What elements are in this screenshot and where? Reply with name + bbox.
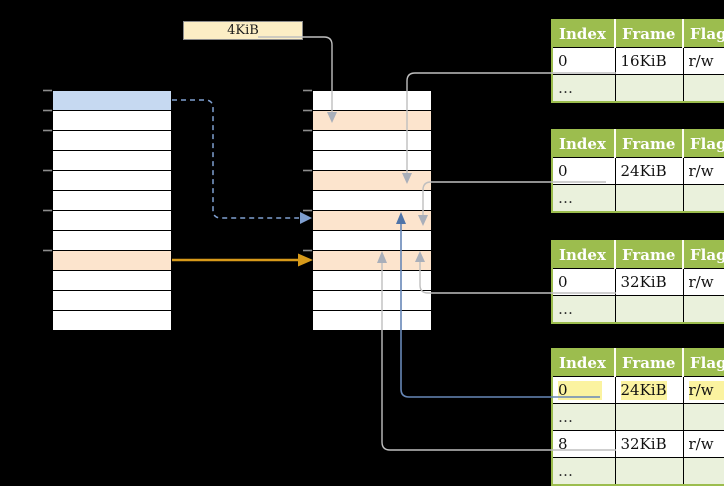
page-table-24kib-cell: … [552, 185, 615, 213]
page-table-24kib-cell: r/w [683, 158, 724, 185]
page-table-32kib-cell [683, 296, 724, 324]
virtual-address-space-row-10 [52, 291, 172, 311]
virtual-address-space-row-4 [52, 171, 172, 191]
page-table-32kib-header-frame: Frame [615, 241, 683, 269]
page-table-24kib-row-1: … [552, 185, 724, 213]
page-table-32kib-cell: 32KiB [615, 269, 683, 296]
page-table-32kib-header-flags: Flags [683, 241, 724, 269]
virtual-address-space-row-8 [52, 251, 172, 271]
page-table-16kib-cell: … [552, 75, 615, 103]
page-table-16kib-cell: 0 [552, 48, 615, 75]
physical-frames-row-1 [312, 111, 432, 131]
virtual-address-space-row-11 [52, 311, 172, 331]
page-table-bottom-cell: 0 [552, 377, 615, 404]
page-table-32kib-cell: r/w [683, 269, 724, 296]
physical-frames-row-6 [312, 211, 432, 231]
physical-frames-row-8 [312, 251, 432, 271]
page-table-24kib-cell: 0 [552, 158, 615, 185]
virtual-address-space-row-0 [52, 91, 172, 111]
page-table-bottom-header-frame: Frame [615, 349, 683, 377]
page-table-bottom-row-0: 0 24KiB r/w [552, 377, 724, 404]
page-table-16kib-header-flags: Flags [683, 20, 724, 48]
virtual-address-space-row-6 [52, 211, 172, 231]
page-table-bottom-cell: 32KiB [615, 431, 683, 458]
virtual-address-space-table [52, 90, 172, 331]
page-table-32kib-cell: … [552, 296, 615, 324]
page-size-label: 4KiB [227, 23, 259, 38]
page-table-32kib-header-index: Index [552, 241, 615, 269]
virtual-address-space-row-2 [52, 131, 172, 151]
highlighted-value: 24KiB [621, 381, 667, 400]
virtual-address-space-row-9 [52, 271, 172, 291]
physical-frames-row-10 [312, 291, 432, 311]
page-table-24kib-cell [683, 185, 724, 213]
page-table-bottom-row-1: … [552, 404, 724, 431]
page-table-24kib-cell: 24KiB [615, 158, 683, 185]
page-table-24kib-cell [615, 185, 683, 213]
virtual-address-space-row-7 [52, 231, 172, 251]
virtual-address-space-row-5 [52, 191, 172, 211]
page-table-32kib: IndexFrameFlags032KiBr/w… [551, 240, 724, 324]
page-table-16kib-cell: r/w [683, 48, 724, 75]
highlighted-value: 0 [558, 381, 602, 400]
page-table-16kib-header-index: Index [552, 20, 615, 48]
page-table-bottom-cell: 24KiB [615, 377, 683, 404]
page-table-32kib-cell: 0 [552, 269, 615, 296]
physical-frames-table [312, 90, 432, 331]
highlighted-value: r/w [689, 381, 724, 400]
page-table-32kib-cell [615, 296, 683, 324]
page-table-16kib-cell [615, 75, 683, 103]
page-table-16kib-cell: 16KiB [615, 48, 683, 75]
physical-frames-row-3 [312, 151, 432, 171]
page-table-bottom-cell [615, 458, 683, 486]
physical-frames-row-5 [312, 191, 432, 211]
page-table-16kib-row-1: … [552, 75, 724, 103]
page-table-bottom-header-index: Index [552, 349, 615, 377]
page-table-bottom-cell [683, 404, 724, 431]
page-table-16kib-cell [683, 75, 724, 103]
page-table-16kib: IndexFrameFlags016KiBr/w… [551, 19, 724, 103]
physical-frames-row-4 [312, 171, 432, 191]
physical-frames-row-2 [312, 131, 432, 151]
page-table-bottom-cell [615, 404, 683, 431]
page-table-bottom: IndexFrameFlags024KiBr/w…832KiBr/w… [551, 348, 724, 486]
page-table-24kib: IndexFrameFlags024KiBr/w… [551, 129, 724, 213]
virtual-address-space-row-1 [52, 111, 172, 131]
page-table-24kib-header-frame: Frame [615, 130, 683, 158]
arrow-leftrow0-to-frame6-dashed [172, 100, 312, 224]
page-table-24kib-header-index: Index [552, 130, 615, 158]
page-table-16kib-header-frame: Frame [615, 20, 683, 48]
physical-frames-row-11 [312, 311, 432, 331]
page-table-bottom-cell: … [552, 458, 615, 486]
virtual-address-space-row-3 [52, 151, 172, 171]
arrow-leftrow8-to-frame8 [172, 254, 313, 267]
physical-frames-row-0 [312, 91, 432, 111]
page-table-32kib-row-1: … [552, 296, 724, 324]
page-size-box: 4KiB [183, 21, 303, 40]
page-table-bottom-row-3: … [552, 458, 724, 486]
page-table-bottom-cell [683, 458, 724, 486]
physical-frames-row-7 [312, 231, 432, 251]
page-table-24kib-header-flags: Flags [683, 130, 724, 158]
page-table-bottom-cell: r/w [683, 377, 724, 404]
page-table-bottom-cell: … [552, 404, 615, 431]
page-table-bottom-cell: r/w [683, 431, 724, 458]
physical-frames-row-9 [312, 271, 432, 291]
page-table-bottom-header-flags: Flags [683, 349, 724, 377]
page-table-bottom-cell: 8 [552, 431, 615, 458]
